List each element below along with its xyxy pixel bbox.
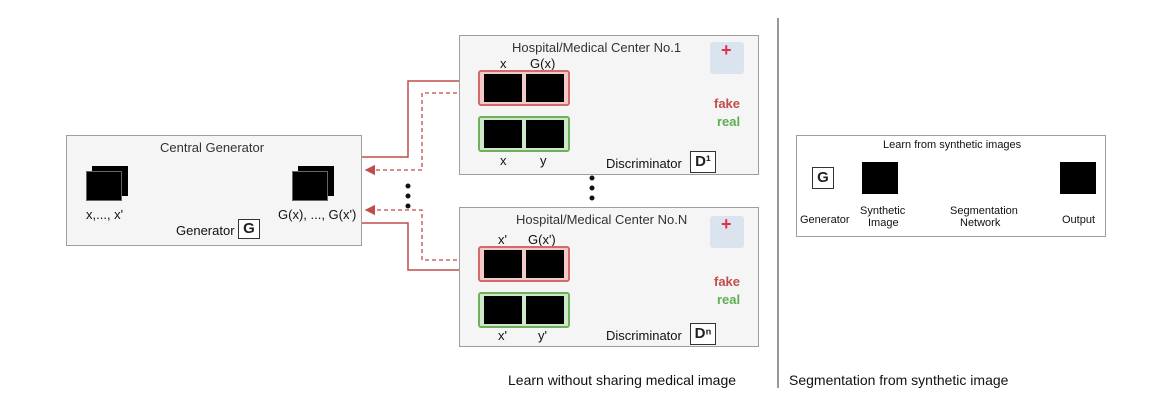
generator-label: Generator <box>176 223 235 238</box>
right-network-label: Network <box>960 217 1001 229</box>
hospital1-fake-pair <box>478 70 570 106</box>
discriminatorN-symbol: Dⁿ <box>690 323 716 345</box>
arrow-from-hospital1 <box>364 92 478 176</box>
arrow-to-hospital1 <box>362 75 480 158</box>
hospital1-real-label: real <box>717 114 741 129</box>
hospital1-fake-label: fake <box>714 96 741 111</box>
hospital1-discriminator-label: Discriminator <box>606 156 682 171</box>
hospitalN-real-pair <box>478 292 570 328</box>
hospital-icon-1: + <box>710 40 744 74</box>
input-image-front <box>86 171 122 201</box>
central-generator-title: Central Generator <box>160 140 265 155</box>
hospitalN-top-gx: G(x') <box>528 232 556 247</box>
synthetic-learning-panel <box>796 135 1106 237</box>
ellipsis-vertical-center <box>405 183 411 209</box>
synthetic-image <box>862 162 898 194</box>
hospitalN-title: Hospital/Medical Center No.N <box>516 212 688 227</box>
hospital-icon-n: + <box>710 214 744 248</box>
hospitalN-fake-pair <box>478 246 570 282</box>
hospitalN-fake-label: fake <box>714 274 741 289</box>
segmentation-output-image <box>1060 162 1096 194</box>
right-segmentation-label: Segmentation <box>950 205 1018 217</box>
hospitalN-real-label: real <box>717 292 741 307</box>
hospital1-title: Hospital/Medical Center No.1 <box>512 40 682 55</box>
right-image-label: Image <box>868 217 899 229</box>
hospital1-top-gx: G(x) <box>530 56 556 71</box>
hospitalN-top-x: x' <box>498 232 507 247</box>
hospitalN-discriminator-label: Discriminator <box>606 328 682 343</box>
right-generator-label: Generator <box>800 214 850 226</box>
synthetic-learning-title: Learn from synthetic images <box>883 139 1022 151</box>
arrow-to-hospitalN <box>362 222 480 276</box>
left-caption: Learn without sharing medical image <box>508 372 737 388</box>
hospital1-real-pair <box>478 116 570 152</box>
hospital1-bottom-x: x <box>500 153 507 168</box>
hospitalN-bottom-y: y' <box>538 328 547 343</box>
right-output-label: Output <box>1062 214 1096 226</box>
output-image-front <box>292 171 328 201</box>
right-generator-symbol: G <box>812 167 834 189</box>
discriminator1-symbol: D¹ <box>690 151 716 173</box>
input-label: x,..., x' <box>86 207 124 222</box>
hospital1-bottom-y: y <box>540 153 547 168</box>
output-label: G(x), ..., G(x') <box>278 207 357 222</box>
arrow-from-hospitalN <box>364 204 478 261</box>
hospitalN-bottom-x: x' <box>498 328 507 343</box>
right-synthetic-label: Synthetic <box>860 205 906 217</box>
right-caption: Segmentation from synthetic image <box>789 372 1009 388</box>
hospital1-top-x: x <box>500 56 507 71</box>
ellipsis-vertical-hospitals <box>589 175 595 201</box>
generator-symbol: G <box>238 219 260 239</box>
